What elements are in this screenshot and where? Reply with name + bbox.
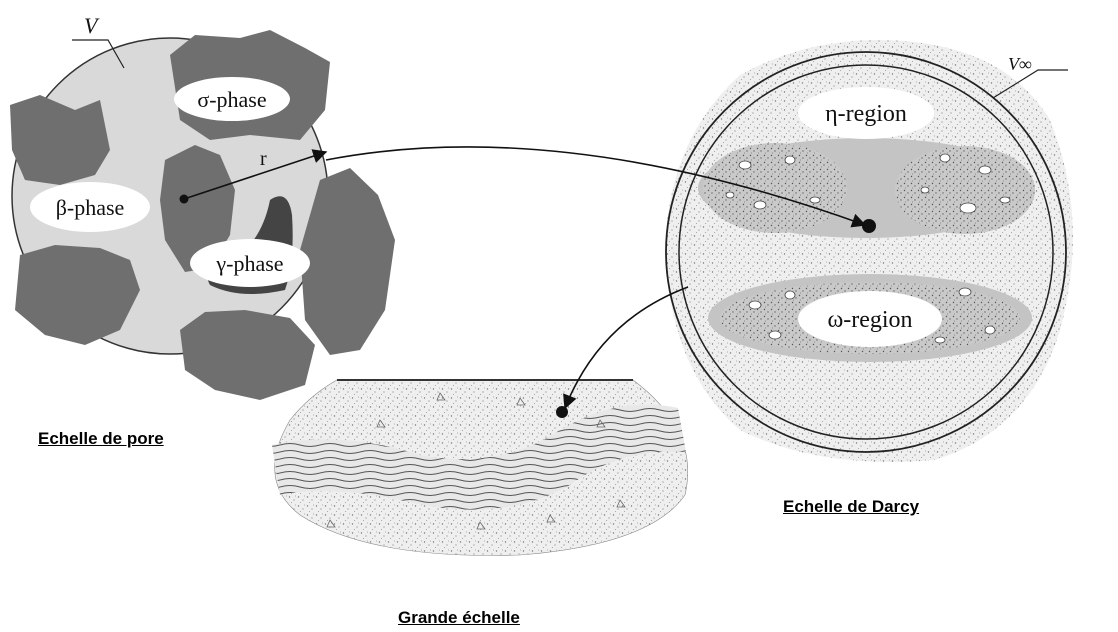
grain-bottom-center (180, 310, 315, 400)
darcy-center-point (862, 219, 876, 233)
v-infinity-label: V∞ (1008, 54, 1032, 74)
grain (769, 331, 781, 339)
grain (1000, 197, 1010, 203)
large-scale-group (272, 380, 688, 556)
grain (785, 291, 795, 299)
darcy-scale-group: η-region ω-region V∞ (665, 40, 1073, 462)
eta-region-label: η-region (825, 101, 907, 127)
omega-region-label: ω-region (827, 307, 912, 333)
grain (959, 288, 971, 296)
grain (810, 197, 820, 203)
eta-subregion-right (895, 146, 1035, 234)
gamma-phase-label: γ-phase (215, 251, 283, 276)
radius-label: r (260, 148, 267, 170)
pore-scale-caption: Echelle de pore (38, 429, 164, 449)
beta-phase-label: β-phase (56, 195, 125, 220)
grain (985, 326, 995, 334)
large-scale-caption: Grande échelle (398, 608, 520, 628)
v-volume-label: V (84, 13, 100, 38)
grain (739, 161, 751, 169)
grain (785, 156, 795, 164)
pore-scale-group: V σ-phase β-phase γ-phase r (10, 13, 395, 400)
grain (749, 301, 761, 309)
grain (940, 154, 950, 162)
grain (726, 192, 734, 198)
grain (960, 203, 976, 213)
grain (921, 187, 929, 193)
sigma-phase-label: σ-phase (197, 87, 266, 112)
darcy-scale-caption: Echelle de Darcy (783, 497, 919, 517)
grain (979, 166, 991, 174)
grain (754, 201, 766, 209)
grain (935, 337, 945, 343)
eta-subregion-left (703, 143, 847, 233)
grain-top-left (10, 95, 110, 185)
large-scale-point (556, 406, 568, 418)
